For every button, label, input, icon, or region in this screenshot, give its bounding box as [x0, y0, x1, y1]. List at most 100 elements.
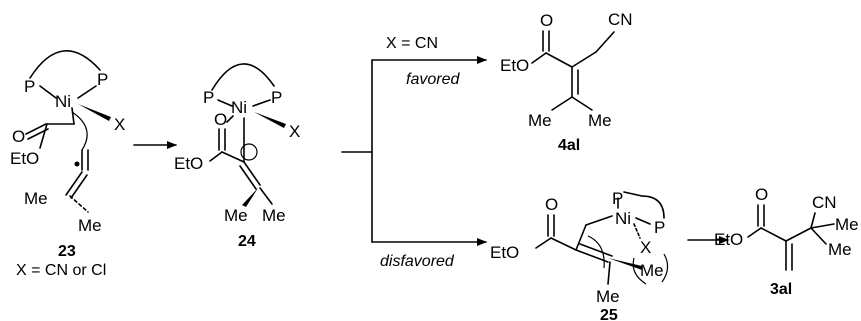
p-ni-bond: [77, 85, 97, 99]
central-carbon-dot: [74, 161, 80, 167]
diphosphine-backbone: [29, 50, 101, 79]
compound-25: O EtO Me Me 25 P Ni P X: [490, 189, 669, 321]
oxygen-atom: O: [214, 110, 227, 129]
steric-clash-arc: [632, 257, 647, 285]
o-ni-bond: [226, 115, 234, 123]
phosphorus-atom: P: [271, 88, 282, 107]
c-ch2-bond: [575, 224, 587, 251]
methyl-group: Me: [640, 261, 664, 280]
upper-condition: X = CN: [386, 35, 438, 52]
nickel-atom: Ni: [231, 98, 247, 117]
phosphorus-atom: P: [97, 70, 108, 89]
nitrile-group: CN: [608, 10, 633, 29]
p-ni-bond: [39, 85, 57, 99]
compound-3al: O EtO CN Me Me 3al: [714, 185, 859, 298]
oxygen-atom: O: [545, 195, 558, 214]
oxygen-atom: O: [540, 11, 553, 30]
nickel-atom: Ni: [615, 209, 631, 228]
c-c-bond: [760, 227, 787, 242]
x-ligand: X: [640, 238, 651, 257]
alkene-bond: [575, 249, 609, 263]
c-c-bond: [785, 227, 812, 242]
ni-x-hashed-bond: [633, 223, 641, 239]
ni-x-wedge-bond: [254, 112, 286, 128]
curved-arrow: [71, 111, 88, 151]
compound-24: P P Ni X O EtO Me Me 24: [174, 63, 300, 250]
phosphorus-atom: P: [654, 218, 665, 237]
alkene-bond: [239, 165, 257, 190]
ester-bond: [531, 52, 547, 64]
ester-bond: [747, 227, 762, 238]
ethoxy-group: EtO: [490, 243, 519, 262]
methyl-bond: [810, 223, 835, 229]
methyl-group: Me: [528, 111, 552, 130]
nitrile-group: CN: [812, 193, 837, 212]
methyl-group: Me: [24, 189, 48, 208]
compound-4al: O EtO CN Me Me 4al: [500, 10, 633, 154]
compound-number: 3al: [770, 281, 792, 298]
methyl-bond: [571, 96, 593, 111]
steric-clash-arc: [587, 235, 605, 269]
compound-number: 4al: [558, 137, 580, 154]
allene-bond: [70, 174, 88, 199]
ethoxy-group: EtO: [714, 230, 743, 249]
x-ligand: X: [114, 115, 125, 134]
alkene-bond: [579, 243, 613, 257]
phosphorus-atom: P: [203, 88, 214, 107]
c-c-bond: [571, 51, 597, 68]
alkene-bond: [243, 161, 261, 186]
methyl-group: Me: [588, 111, 612, 130]
ni-x-wedge-bond: [78, 104, 111, 121]
methyl-group: Me: [224, 206, 248, 225]
ni-acyl-bond: [71, 107, 75, 125]
p-ni-bond: [217, 99, 233, 107]
compound-number: 23: [58, 243, 76, 260]
allene-bond: [65, 171, 83, 196]
nickel-atom: Ni: [55, 92, 71, 111]
backbone-bond: [623, 191, 643, 197]
carbonyl-bond: [25, 123, 47, 135]
ester-bond: [209, 151, 223, 162]
compound-number: 24: [238, 233, 256, 250]
x-ligand: X: [289, 122, 300, 141]
p-ni-bond: [252, 99, 271, 107]
branch-arrows: [341, 56, 487, 246]
diphosphine-backbone: [211, 63, 275, 91]
oxygen-atom: O: [12, 127, 25, 146]
ethoxy-group: EtO: [500, 56, 529, 75]
ethoxy-group: EtO: [10, 149, 39, 168]
ester-bond: [535, 237, 552, 249]
diphosphine-backbone: [641, 195, 665, 219]
methyl-group: Me: [262, 206, 286, 225]
methyl-group: Me: [596, 287, 620, 306]
lower-note: disfavored: [380, 253, 455, 270]
methyl-bond: [259, 187, 273, 205]
hashed-bond: [69, 195, 89, 213]
radical-circle: [240, 143, 258, 161]
compound-note: X = CN or Cl: [16, 262, 106, 279]
methyl-wedge-bond: [242, 188, 258, 207]
c-c-bond: [550, 237, 577, 251]
ni-p-bond: [635, 217, 651, 225]
methyl-wedge-bond: [608, 258, 642, 270]
methyl-group: Me: [78, 216, 102, 235]
oxygen-atom: O: [755, 185, 768, 204]
steric-clash-arc: [661, 253, 669, 283]
ch2-ni-bond: [585, 215, 613, 226]
phosphorus-atom: P: [24, 77, 35, 96]
ester-bond: [39, 123, 48, 149]
compound-number: 25: [600, 307, 618, 321]
c-cn-bond: [595, 31, 615, 53]
methyl-bond: [607, 261, 611, 285]
upper-note: favored: [406, 71, 460, 88]
ethoxy-group: EtO: [174, 154, 203, 173]
methyl-group: Me: [828, 240, 852, 259]
c-c-bond: [545, 52, 573, 68]
methyl-bond: [551, 96, 573, 111]
methyl-bond: [810, 227, 827, 245]
methyl-group: Me: [835, 215, 859, 234]
c-cn-bond: [810, 212, 816, 229]
c-c-bond: [221, 151, 245, 163]
compound-23: P P Ni X O EtO Me Me 23 X = CN or Cl: [10, 50, 125, 279]
